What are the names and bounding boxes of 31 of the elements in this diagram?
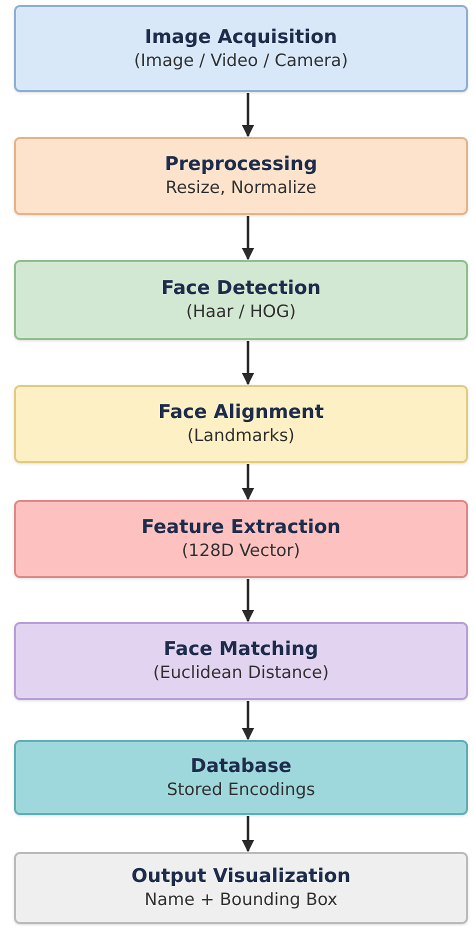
- step-title: Face Alignment: [158, 400, 324, 426]
- process-box: [14, 137, 468, 215]
- arrow: [242, 93, 254, 138]
- step-title: Preprocessing: [164, 152, 318, 178]
- step-description: (Haar / HOG): [186, 301, 296, 324]
- arrow: [242, 579, 254, 622]
- arrow: [242, 816, 254, 852]
- arrow: [242, 341, 254, 386]
- step-title: Image Acquisition: [144, 24, 338, 50]
- step-title: Face Detection: [161, 276, 321, 302]
- process-box: [14, 740, 468, 815]
- step-description: (Euclidean Distance): [153, 662, 329, 686]
- step-title: Face Matching: [164, 637, 318, 662]
- step-description: Name + Bounding Box: [144, 889, 338, 912]
- step-description: (128D Vector): [182, 540, 300, 564]
- arrow: [242, 216, 254, 260]
- arrow: [242, 464, 254, 500]
- step-description: (Landmarks): [187, 425, 295, 448]
- process-box: [14, 260, 468, 340]
- process-box: [14, 385, 468, 463]
- step-description: Stored Encodings: [166, 778, 316, 802]
- step-title: Database: [190, 754, 292, 779]
- step-description: (Image / Video / Camera): [134, 50, 348, 73]
- step-title: Feature Extraction: [141, 515, 341, 540]
- step-title: Output Visualization: [131, 864, 351, 890]
- process-box: [14, 5, 468, 92]
- arrow: [242, 701, 254, 740]
- step-description: Resize, Normalize: [166, 177, 316, 200]
- process-box: [14, 500, 468, 578]
- process-box: [14, 622, 468, 700]
- process-box: [14, 852, 468, 924]
